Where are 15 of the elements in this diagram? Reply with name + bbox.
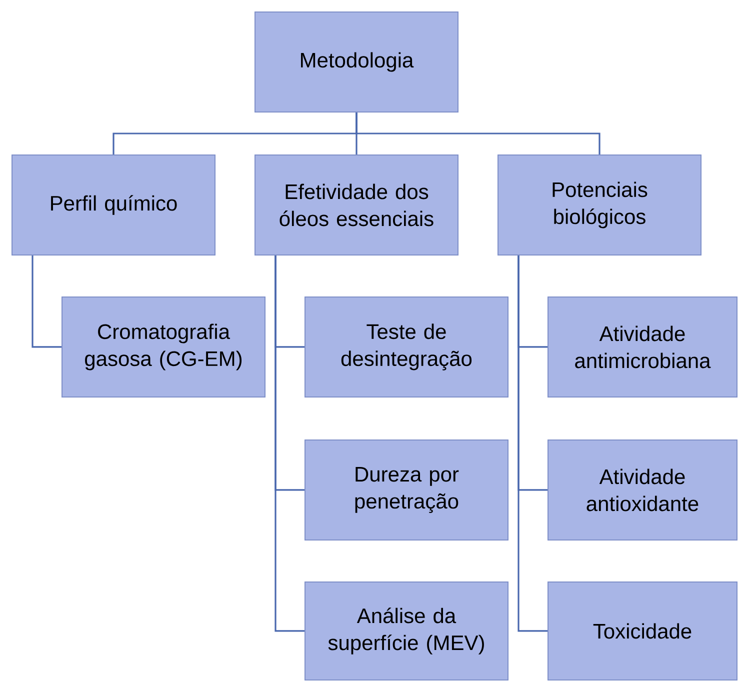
process-box: Efetividade dos óleos essenciais <box>254 154 458 256</box>
process-box: Atividade antimicrobiana <box>548 296 738 398</box>
process-box: Dureza por penetração <box>304 439 508 540</box>
process-box: Teste de desintegração <box>304 296 508 398</box>
process-box: Perfil químico <box>12 154 216 256</box>
connector-line <box>518 256 548 632</box>
process-box: Potenciais biológicos <box>498 154 702 256</box>
process-box: Análise da superfície (MEV) <box>304 581 508 680</box>
process-box: Toxicidade <box>548 581 738 680</box>
connector-line <box>274 256 304 632</box>
connector-line <box>32 256 62 348</box>
process-box: Cromatografia gasosa (CG-EM) <box>62 296 266 398</box>
process-box: Metodologia <box>254 12 458 112</box>
process-box: Atividade antioxidante <box>548 439 738 540</box>
connector-line <box>356 112 600 154</box>
